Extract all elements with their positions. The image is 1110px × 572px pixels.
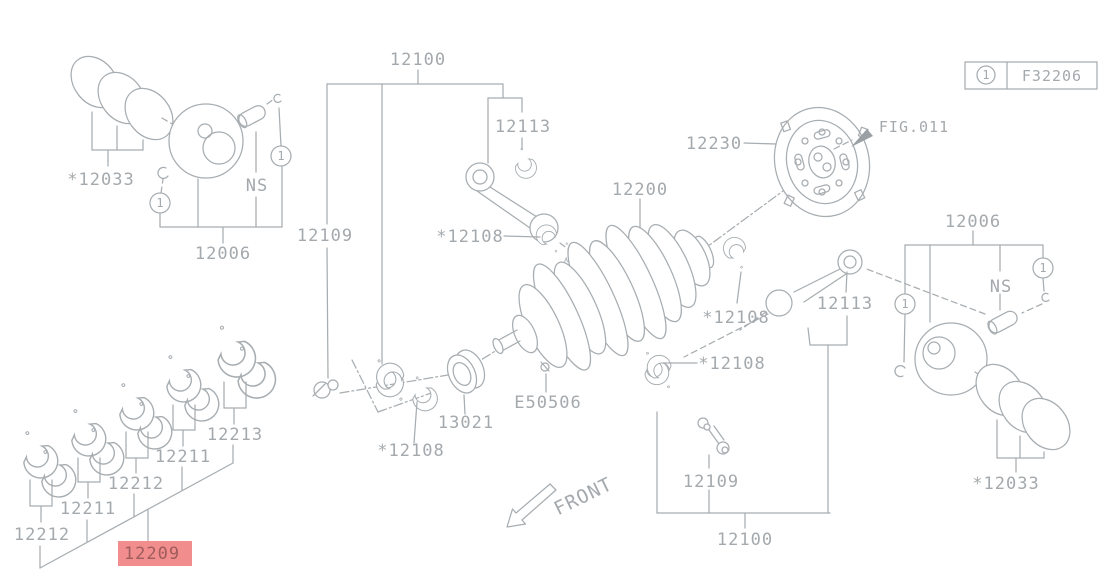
right-piston-drawing bbox=[863, 267, 1050, 396]
right-piston-bracket bbox=[903, 230, 1045, 363]
assembly-top-bracket bbox=[326, 69, 523, 379]
label-main-bearing-set-selected[interactable]: 12209 bbox=[124, 544, 180, 564]
snap-ring-marker-right-2: 1 bbox=[1032, 257, 1054, 279]
circled-1-right-a: 1 bbox=[901, 297, 908, 311]
label-piston-right[interactable]: 12006 bbox=[945, 212, 1001, 232]
ref-box-index: 1 bbox=[982, 68, 989, 82]
label-ns-right: NS bbox=[990, 277, 1012, 297]
fig-ref-arrow bbox=[833, 129, 873, 150]
label-rod-bolt-left[interactable]: 12109 bbox=[297, 226, 353, 246]
label-ring-set-right[interactable]: *12033 bbox=[972, 474, 1039, 494]
front-lower-bearings-drawing bbox=[363, 353, 443, 444]
right-lower-bearings-drawing bbox=[633, 347, 698, 393]
right-piston-ring-set-drawing bbox=[975, 363, 1071, 473]
label-fig-ref[interactable]: FIG.011 bbox=[879, 118, 949, 136]
front-direction-arrow bbox=[506, 483, 557, 528]
label-main-bearing-1[interactable]: 12212 bbox=[14, 525, 70, 545]
right-connecting-rod-drawing bbox=[718, 232, 863, 317]
crankshaft-drawing bbox=[492, 224, 715, 372]
circled-1-left-b: 1 bbox=[277, 149, 284, 163]
label-piston-left[interactable]: 12006 bbox=[195, 244, 251, 264]
label-rod-bearing-right[interactable]: 12113 bbox=[817, 294, 873, 314]
label-bearing-right-lower[interactable]: *12108 bbox=[698, 354, 765, 374]
assembly-bottom-bracket bbox=[656, 315, 848, 529]
label-ns-left: NS bbox=[246, 176, 268, 196]
left-piston-bracket bbox=[159, 131, 283, 244]
sprocket-drawing bbox=[446, 349, 486, 415]
label-main-bearing-2[interactable]: 12211 bbox=[60, 499, 116, 519]
label-assembly-top[interactable]: 12100 bbox=[390, 50, 446, 70]
label-ring-set-left[interactable]: *12033 bbox=[67, 170, 134, 190]
label-drive-plate[interactable]: 12230 bbox=[686, 134, 742, 154]
label-rod-bolt-right[interactable]: 12109 bbox=[683, 472, 739, 492]
upper-connecting-rod-drawing bbox=[465, 145, 590, 276]
figure-ref-box[interactable]: 1 F32206 bbox=[964, 61, 1098, 90]
label-main-bearing-3[interactable]: 12212 bbox=[108, 474, 164, 494]
rod-bolt-left-drawing bbox=[312, 379, 339, 399]
label-crankshaft[interactable]: 12200 bbox=[612, 180, 668, 200]
selected-part-highlight[interactable]: 12209 bbox=[118, 541, 192, 566]
label-bearing-right-upper[interactable]: *12108 bbox=[702, 308, 769, 328]
left-piston-ring-set-drawing bbox=[70, 55, 180, 167]
snap-ring-marker-left-2: 1 bbox=[270, 107, 292, 167]
circled-1-left-a: 1 bbox=[156, 196, 163, 210]
label-front: FRONT bbox=[551, 473, 617, 520]
snap-ring-marker-left-1: 1 bbox=[149, 192, 171, 214]
drive-plate-drawing bbox=[743, 106, 871, 218]
bearing-mid-upper-leader bbox=[503, 235, 541, 238]
snap-ring-marker-right-1: 1 bbox=[894, 293, 916, 315]
label-bearing-mid-upper[interactable]: *12108 bbox=[436, 227, 503, 247]
label-rod-bearing-upper[interactable]: 12113 bbox=[495, 117, 551, 137]
rod-bolt-right-drawing bbox=[697, 417, 730, 514]
label-main-bearing-5[interactable]: 12213 bbox=[207, 425, 263, 445]
ref-box-code[interactable]: F32206 bbox=[1022, 67, 1082, 85]
label-key[interactable]: E50506 bbox=[514, 393, 581, 413]
circled-1-right-b: 1 bbox=[1039, 261, 1046, 275]
label-sprocket[interactable]: 13021 bbox=[438, 413, 494, 433]
left-piston-drawing bbox=[157, 93, 282, 194]
label-bearing-front-lower[interactable]: *12108 bbox=[377, 441, 444, 461]
label-assembly-bottom[interactable]: 12100 bbox=[717, 530, 773, 550]
main-bearings-drawing bbox=[7, 318, 284, 569]
label-main-bearing-4[interactable]: 12211 bbox=[155, 447, 211, 467]
